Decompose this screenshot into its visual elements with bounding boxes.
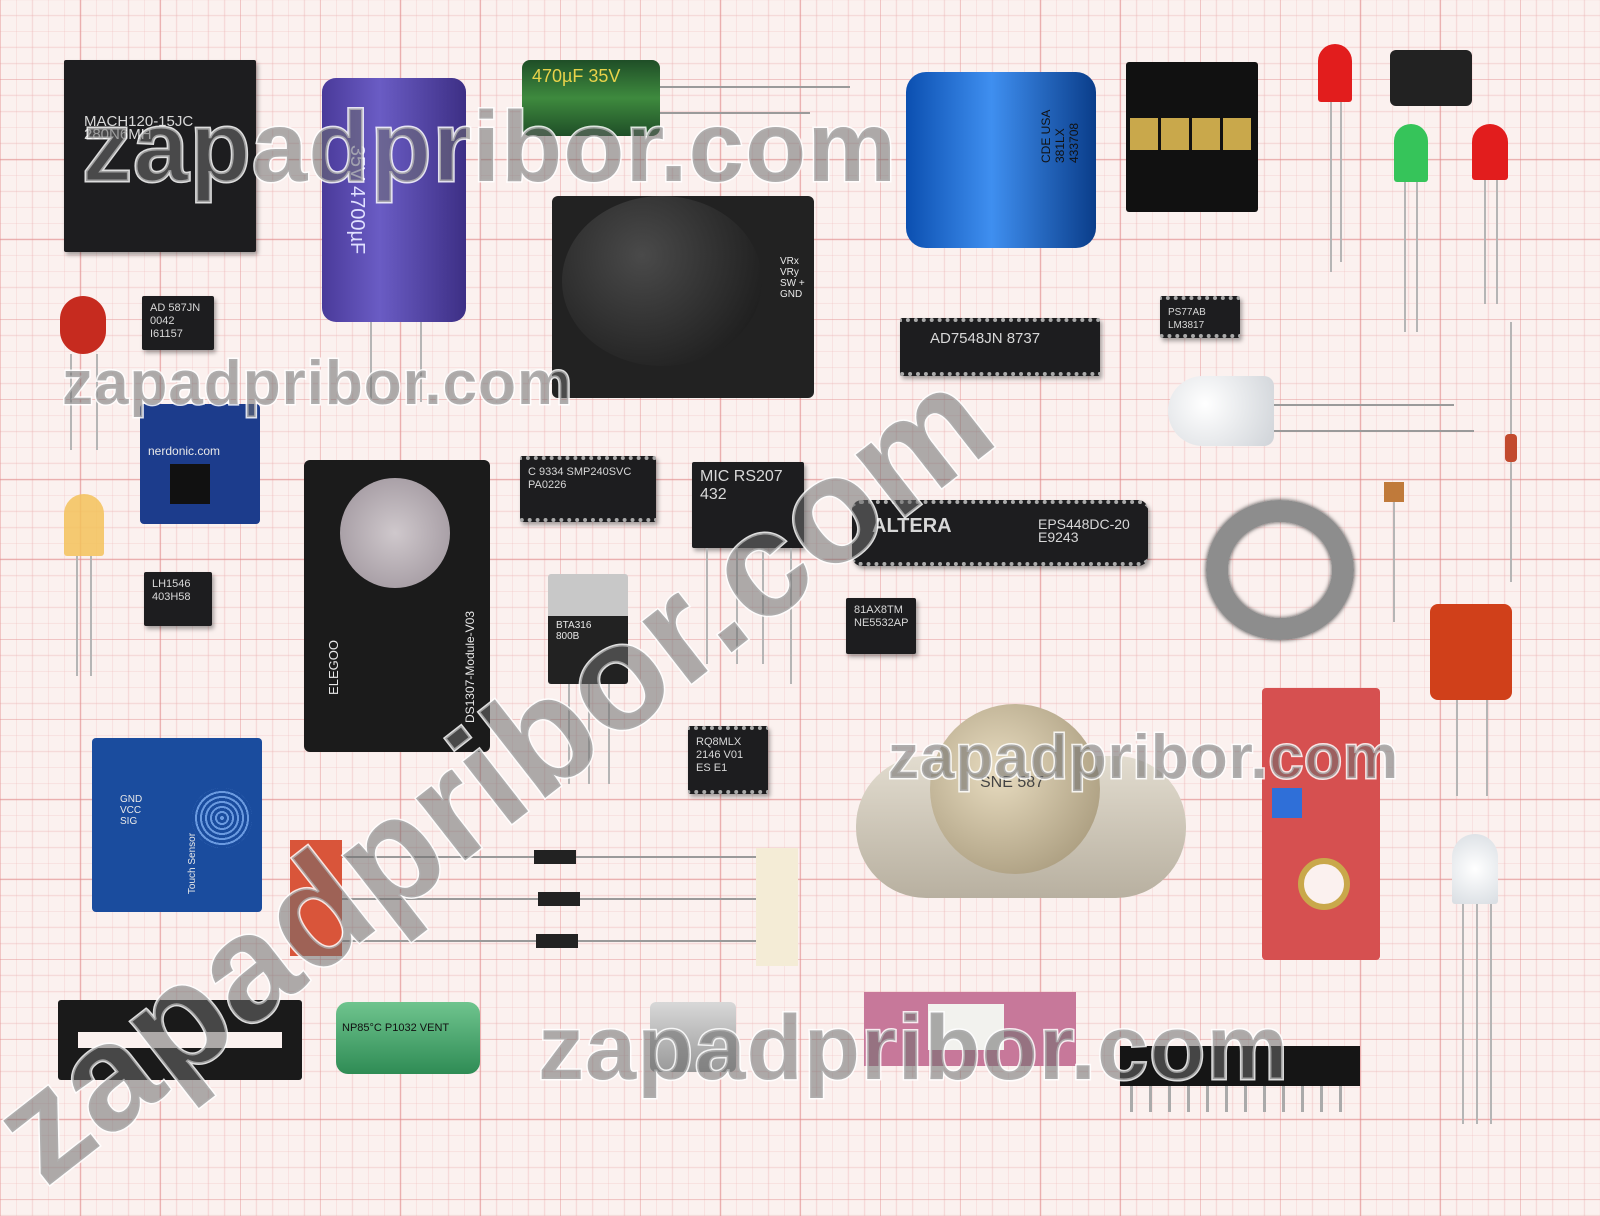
rs207-bridge: MIC RS207 432: [692, 462, 804, 548]
joystick-pin-labels: VRx VRy SW + GND: [780, 256, 805, 300]
small-diode: [1505, 434, 1517, 462]
chip-label: MIC RS207 432: [700, 468, 783, 503]
green-led: [1394, 124, 1428, 182]
inductor: [1390, 50, 1472, 106]
pin-header: [1120, 1046, 1360, 1086]
capacitor-label: CDE USA 381LX 433708: [1039, 110, 1081, 163]
pin-labels: GND VCC SIG: [120, 794, 143, 827]
chip-part: EPS448DC-20: [1038, 516, 1130, 532]
watermark: zapadpribor.com: [80, 90, 898, 205]
chip-label: AD 587JN 0042 I61157: [150, 302, 201, 340]
capacitor-label: 470µF 35V: [532, 66, 621, 86]
blue-capacitor: CDE USA 381LX 433708: [906, 72, 1096, 248]
chip-label: RQ8MLX 2146 V01 ES E1: [696, 736, 744, 774]
ne5532-chip: 81AX8TM NE5532AP: [846, 598, 916, 654]
smp-chip: C 9334 SMP240SVC PA0226: [520, 456, 656, 522]
watermark: zapadpribor.com: [60, 348, 574, 420]
chip-label-2: 280N6MH: [84, 126, 152, 143]
red-led: [1318, 44, 1352, 102]
diode: [534, 850, 576, 864]
transistor-label: SNE 587: [980, 774, 1045, 791]
small-capacitor: [1384, 482, 1404, 502]
module-label: Touch Sensor: [187, 832, 199, 895]
purple-capacitor: 35V 4700µF: [322, 78, 466, 322]
chip-label: BTA316 800B: [556, 620, 592, 642]
red-ceramic-capacitor: [60, 296, 106, 354]
green-capacitor: 470µF 35V: [522, 60, 660, 136]
mach120-chip: MACH120-15JC 280N6MH: [64, 60, 256, 252]
chip-label: LH1546 403H58: [152, 578, 191, 603]
altera-logo: ALTERA: [872, 515, 952, 537]
nerdonic-board: nerdonic.com: [140, 404, 260, 524]
watermark: zapadpribor.com: [886, 722, 1400, 794]
diode: [538, 892, 580, 906]
ad7548-chip: AD7548JN 8737: [900, 318, 1100, 376]
clear-led: [1168, 376, 1274, 446]
rq8mlx-chip: RQ8MLX 2146 V01 ES E1: [688, 726, 768, 794]
diode-tape-left: [290, 840, 342, 956]
chip-label: C 9334 SMP240SVC PA0226: [528, 466, 632, 491]
watermark: zapadpribor.com: [536, 996, 1290, 1101]
sensor-module: [1262, 688, 1380, 960]
board-label: nerdonic.com: [148, 444, 221, 458]
to3-can: SNE 587: [930, 704, 1100, 874]
altera-chip: ALTERA EPS448DC-20 E9243: [852, 500, 1148, 566]
chip-label: 81AX8TM NE5532AP: [854, 604, 909, 629]
chip-label: MACH120-15JC: [84, 113, 194, 130]
pin-header-pins: [1130, 1086, 1356, 1112]
rgb-led: [1452, 834, 1498, 904]
lm-chip: PS77AB LM3817: [1160, 296, 1240, 338]
elegoo-logo: ELEGOO: [325, 640, 341, 695]
joystick-module: VRx VRy SW + GND: [552, 196, 814, 398]
black-socket-module: [1126, 62, 1258, 212]
chip-label: PS77AB LM3817: [1168, 307, 1206, 331]
ad587-chip: AD 587JN 0042 I61157: [142, 296, 214, 350]
np-capacitor: NP85°C P1032 VENT: [336, 1002, 480, 1074]
ic-socket: [58, 1000, 302, 1080]
diode-tape-right: [756, 848, 798, 966]
chip-label: AD7548JN 8737: [930, 330, 1041, 347]
touch-sensor-module: GND VCC SIG Touch Sensor: [92, 738, 262, 912]
ds1307-module: ELEGOO DS1307-Module-V03: [304, 460, 490, 752]
lh1546-chip: LH1546 403H58: [144, 572, 212, 626]
pink-ceramic-chip: [864, 992, 1076, 1066]
crystal: [650, 1002, 736, 1072]
yellow-led: [64, 494, 104, 556]
red-varistor: [1430, 604, 1512, 700]
chip-code: E9243: [1038, 529, 1079, 545]
diode: [536, 934, 578, 948]
lock-washer: [1206, 500, 1354, 640]
bta316-triac: BTA316 800B: [548, 574, 628, 684]
capacitor-label: NP85°C P1032 VENT: [342, 1022, 450, 1034]
red-led-2: [1472, 124, 1508, 180]
